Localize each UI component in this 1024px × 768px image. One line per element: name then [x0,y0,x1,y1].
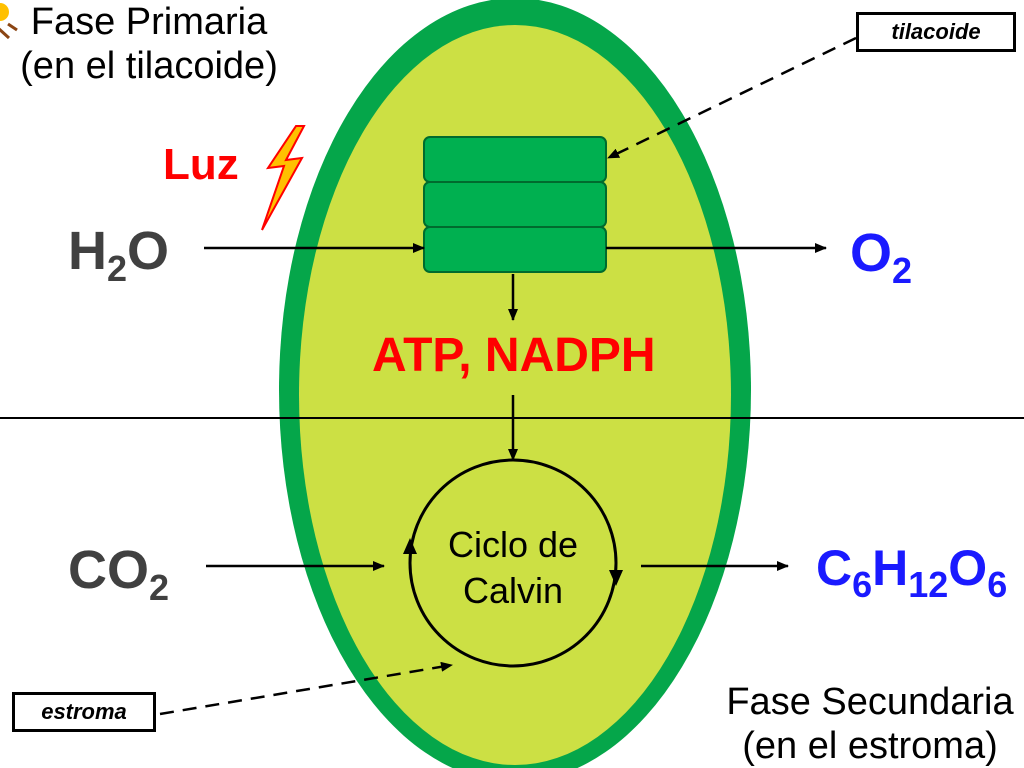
glucose-o-subscript: 6 [987,564,1008,605]
phase-primary-label: Fase Primaria (en el tilacoide) [4,0,294,88]
calvin-cycle-label: Ciclo de Calvin [413,522,613,614]
thylakoid-callout: tilacoide [856,12,1016,52]
sun-icon [0,3,18,40]
calvin-cycle-circle [408,458,618,668]
glucose-o: O [948,540,988,596]
co2-symbol: CO [68,540,149,600]
thylakoid-disc [423,226,607,273]
stroma-callout: estroma [12,692,156,732]
calvin-line-2: Calvin [462,570,564,611]
oxygen-formula: O2 [850,223,912,289]
phase-secondary-label: Fase Secundaria (en el estroma) [705,680,1024,768]
glucose-formula: C6H12O6 [816,540,1007,603]
glucose-c-subscript: 6 [852,564,873,605]
calvin-cycle-arrowhead [609,570,623,586]
calvin-line-1: Ciclo de [447,524,579,565]
phase-secondary-title: Fase Secundaria [726,681,1014,723]
energy-label: ATP, NADPH [372,329,656,382]
phase-primary-subtitle: (en el tilacoide) [20,45,278,87]
glucose-h: H [872,540,909,596]
thylakoid-stack [423,136,607,273]
water-symbol: H [68,221,107,281]
chloroplast-stroma [299,25,731,765]
glucose-h-subscript: 12 [908,564,949,605]
calvin-cycle-arrowhead [403,538,417,554]
oxygen-subscript: 2 [892,250,913,291]
phase-secondary-subtitle: (en el estroma) [742,725,998,767]
water-tail: O [127,221,170,281]
water-subscript: 2 [107,248,128,289]
co2-formula: CO2 [68,540,169,606]
phase-primary-title: Fase Primaria [30,1,268,43]
thylakoid-disc [423,136,607,183]
lightning-bolt-icon [261,125,306,231]
thylakoid-disc [423,181,607,228]
light-label: Luz [163,140,239,189]
stroma-callout-arrow [159,661,453,716]
oxygen-symbol: O [850,223,893,283]
glucose-c: C [816,540,853,596]
water-formula: H2O [68,221,170,287]
co2-subscript: 2 [149,567,170,608]
